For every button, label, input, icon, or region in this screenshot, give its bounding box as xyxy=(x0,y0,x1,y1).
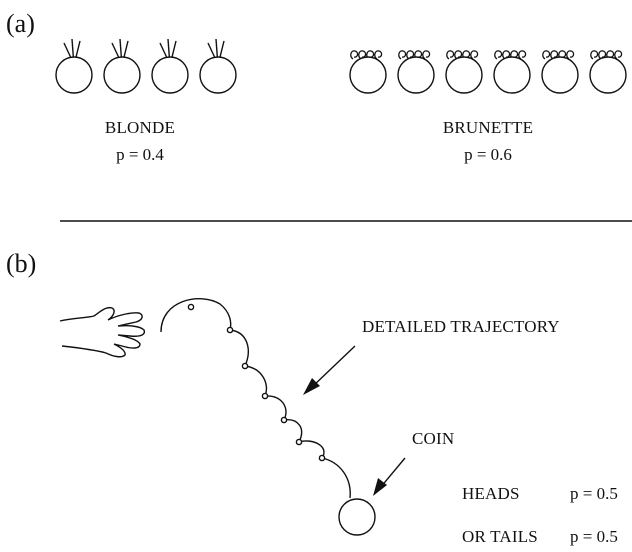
trajectory-point xyxy=(295,438,303,446)
trajectory-path xyxy=(160,298,351,499)
tails-label: OR TAILS xyxy=(462,527,538,546)
trajectory-arrow-icon xyxy=(303,345,356,395)
panel-b-label: (b) xyxy=(6,249,36,278)
trajectory-point xyxy=(187,303,195,311)
trajectory-point xyxy=(226,326,234,334)
brunette-head xyxy=(493,50,531,94)
blonde-head xyxy=(199,38,237,94)
trajectory-point xyxy=(280,416,288,424)
trajectory-point xyxy=(241,362,249,370)
blonde-head xyxy=(103,38,141,94)
brunette-head xyxy=(397,50,435,94)
blonde-head xyxy=(55,38,93,94)
coin-label: COIN xyxy=(412,429,454,448)
blonde-label: BLONDE xyxy=(105,118,175,137)
trajectory-point xyxy=(318,454,326,462)
tails-probability: p = 0.5 xyxy=(570,527,618,546)
brunette-head xyxy=(349,50,387,94)
blonde-probability: p = 0.4 xyxy=(116,145,164,164)
blonde-group xyxy=(55,38,237,94)
brunette-head xyxy=(445,50,483,94)
panel-a-label: (a) xyxy=(6,9,35,38)
coin-arrow-icon xyxy=(373,457,406,496)
coin-icon xyxy=(338,498,376,536)
heads-label: HEADS xyxy=(462,484,520,503)
brunette-head xyxy=(589,50,627,94)
trajectory-point xyxy=(261,392,269,400)
brunette-label: BRUNETTE xyxy=(443,118,533,137)
hand-icon xyxy=(59,306,146,358)
brunette-probability: p = 0.6 xyxy=(464,145,512,164)
brunette-group xyxy=(349,50,627,94)
blonde-head xyxy=(151,38,189,94)
brunette-head xyxy=(541,50,579,94)
heads-probability: p = 0.5 xyxy=(570,484,618,503)
trajectory-label: DETAILED TRAJECTORY xyxy=(362,317,560,336)
